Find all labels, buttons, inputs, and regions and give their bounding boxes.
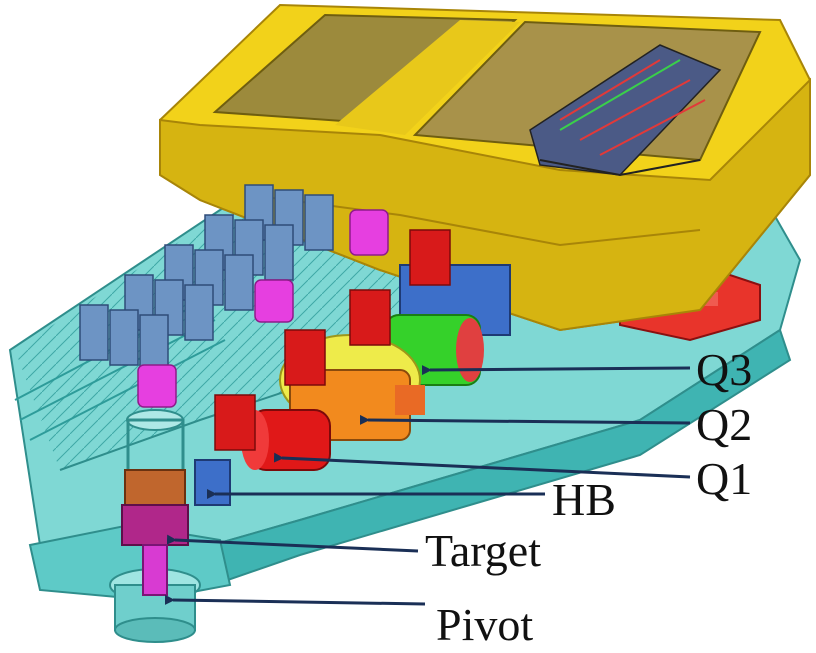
leader-q3 bbox=[421, 365, 691, 376]
leader-q2 bbox=[359, 414, 691, 425]
leader-lines bbox=[164, 365, 691, 606]
leader-pivot bbox=[164, 594, 426, 606]
shielding-house bbox=[159, 3, 811, 332]
hb-magnet bbox=[194, 459, 231, 506]
label-q3: Q3 bbox=[696, 344, 752, 395]
leader-target bbox=[166, 534, 419, 553]
label-pivot: Pivot bbox=[436, 599, 533, 650]
magenta-tanks bbox=[137, 209, 389, 408]
leader-q1 bbox=[273, 452, 691, 479]
electronics-cabinets bbox=[79, 184, 334, 371]
label-q1: Q1 bbox=[696, 453, 752, 504]
label-q2: Q2 bbox=[696, 399, 752, 450]
label-target: Target bbox=[425, 525, 541, 576]
target-tower bbox=[121, 409, 189, 596]
label-hb: HB bbox=[552, 474, 616, 525]
cryostat-turrets bbox=[214, 229, 451, 451]
